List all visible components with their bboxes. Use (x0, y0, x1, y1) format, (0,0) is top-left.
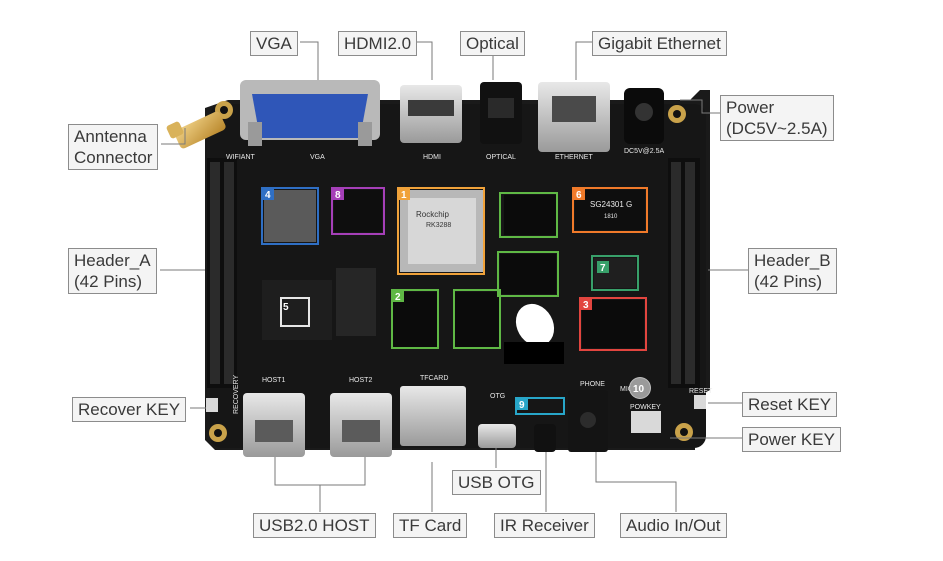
header-b-label-line1: Header_B (754, 251, 831, 270)
power-key-label-text: Power KEY (748, 430, 835, 449)
power-label: Power (DC5V~2.5A) (720, 95, 834, 141)
ethernet-connector (538, 82, 610, 152)
usb-host-label: USB2.0 HOST (253, 513, 376, 538)
ir-receiver-label: IR Receiver (494, 513, 595, 538)
silk-eth-chip: SG24301 G (590, 200, 632, 209)
silk-phone: PHONE (580, 381, 605, 388)
antenna-connector (166, 111, 226, 149)
marker-8-num: 8 (335, 190, 341, 201)
audio-label-text: Audio In/Out (626, 516, 721, 535)
silk-dc: DC5V@2.5A (624, 148, 665, 155)
vga-label: VGA (250, 31, 298, 56)
soc-chip (400, 190, 484, 272)
reset-key-label: Reset KEY (742, 392, 838, 417)
header-a-label-line2: (42 Pins) (74, 272, 143, 291)
silk-recovery: RECOVERY (233, 375, 240, 414)
usb-host-label-text: USB2.0 HOST (259, 516, 370, 535)
marker-9-num: 9 (519, 400, 525, 411)
silk-vga: VGA (310, 154, 325, 161)
marker-10-badge (630, 378, 650, 398)
marker-3-num: 3 (583, 300, 589, 311)
leader-lines (160, 41, 748, 512)
header-a-label: Header_A (42 Pins) (68, 248, 157, 294)
optical-label-text: Optical (466, 34, 519, 53)
silk-host2: HOST2 (349, 377, 372, 384)
marker-6-num: 6 (576, 190, 582, 201)
antenna-label-line1: Anntenna (74, 127, 147, 146)
marker-4-num: 4 (265, 190, 271, 201)
silk-mic: MIC (620, 386, 633, 393)
marker-2-num: 2 (395, 292, 401, 303)
silk-reset: RESET (689, 388, 713, 395)
ethernet-label-text: Gigabit Ethernet (598, 34, 721, 53)
marker-1-num: 1 (401, 190, 407, 201)
recover-key-label: Recover KEY (72, 397, 187, 422)
marker-9-badge (516, 398, 528, 410)
modules (262, 190, 645, 340)
silkscreen-text: WIFIANT VGA HDMI OPTICAL ETHERNET DC5V@2… (226, 148, 713, 414)
keys (206, 395, 706, 433)
usb-otg-label: USB OTG (452, 470, 541, 495)
recover-key-label-text: Recover KEY (78, 400, 181, 419)
silk-eth-chip-code: 1810 (604, 214, 618, 220)
header-b (668, 158, 700, 388)
tf-card-label: TF Card (393, 513, 468, 538)
marker-10-num: 10 (633, 384, 645, 395)
marker-6-badge (573, 188, 585, 200)
vga-connector (240, 80, 380, 146)
marker-7-num: 7 (600, 263, 606, 274)
ir-receiver (534, 424, 556, 452)
usb-otg-label-text: USB OTG (458, 473, 535, 492)
silk-soc-model: RK3288 (426, 222, 451, 229)
silk-tfcard: TFCARD (420, 375, 448, 382)
audio-jack (568, 390, 608, 452)
hdmi-label: HDMI2.0 (338, 31, 418, 56)
silk-hdmi: HDMI (423, 154, 441, 161)
power-key-label: Power KEY (742, 427, 841, 452)
marker-1-badge (398, 188, 410, 200)
silk-host1: HOST1 (262, 377, 285, 384)
header-a (207, 158, 237, 388)
mounting-holes (209, 101, 693, 442)
silk-optical: OPTICAL (486, 154, 516, 161)
header-b-label: Header_B (42 Pins) (748, 248, 837, 294)
antenna-label: Anntenna Connector (68, 124, 159, 170)
optical-label: Optical (460, 31, 525, 56)
ir-receiver-label-text: IR Receiver (500, 516, 589, 535)
header-b-label-line2: (42 Pins) (754, 272, 823, 291)
audio-label: Audio In/Out (620, 513, 727, 538)
power-label-line1: Power (726, 98, 775, 117)
antenna-label-line2: Connector (74, 148, 153, 167)
optical-connector (480, 82, 522, 144)
usb-host-ports (243, 393, 392, 457)
reset-key-label-text: Reset KEY (748, 395, 832, 414)
logo-bulb (504, 303, 564, 364)
silk-powkey: POWKEY (630, 404, 661, 411)
dc-jack (624, 88, 664, 144)
silk-otg: OTG (490, 393, 505, 400)
vga-label-text: VGA (256, 34, 292, 53)
marker-2-badge (392, 290, 404, 302)
hdmi-connector (400, 85, 462, 143)
silk-soc-brand: Rockchip (416, 210, 449, 219)
marker-7-badge (597, 261, 609, 273)
hdmi-label-text: HDMI2.0 (344, 34, 412, 53)
marker-4-badge (262, 188, 274, 200)
power-label-line2: (DC5V~2.5A) (726, 119, 828, 138)
usb-otg-port (478, 424, 516, 448)
marker-8-badge (332, 188, 344, 200)
silk-ethernet: ETHERNET (555, 154, 593, 161)
ethernet-label: Gigabit Ethernet (592, 31, 727, 56)
marker-5-num: 5 (283, 302, 289, 313)
tf-card-label-text: TF Card (399, 516, 462, 535)
marker-3-badge (580, 298, 592, 310)
marker-badges: 1 2 3 4 5 6 7 8 9 10 (262, 188, 650, 411)
header-a-label-line1: Header_A (74, 251, 151, 270)
silk-wifiant: WIFIANT (226, 154, 255, 161)
highlight-boxes (261, 187, 648, 415)
tf-card-slot (400, 386, 466, 446)
